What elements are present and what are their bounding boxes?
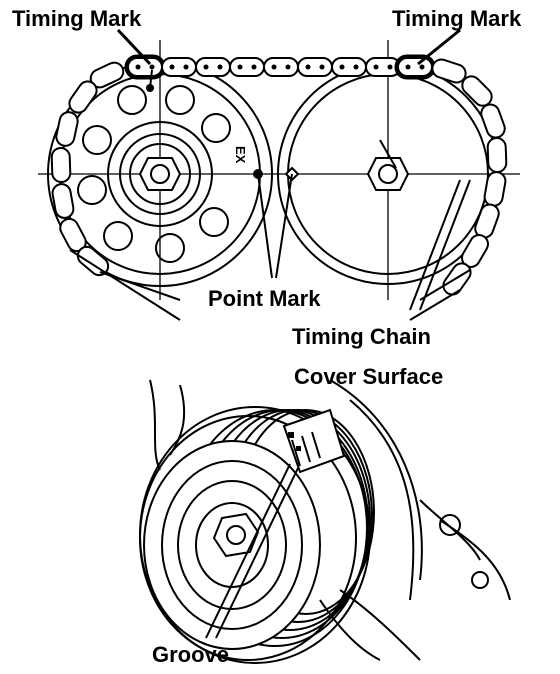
point-mark-label: Point Mark bbox=[208, 286, 321, 311]
timing-chain bbox=[50, 54, 508, 321]
crankshaft-pulley bbox=[139, 379, 511, 664]
camshaft-sprockets: EX bbox=[38, 28, 520, 321]
groove-label: Groove bbox=[152, 642, 229, 667]
timing-chain-label-line2: Cover Surface bbox=[294, 364, 443, 389]
timing-mark-left-label: Timing Mark bbox=[12, 6, 142, 31]
sprocket-marking: EX bbox=[233, 146, 248, 164]
timing-mark-right-label: Timing Mark bbox=[392, 6, 522, 31]
timing-chain-label-line1: Timing Chain bbox=[292, 324, 431, 349]
